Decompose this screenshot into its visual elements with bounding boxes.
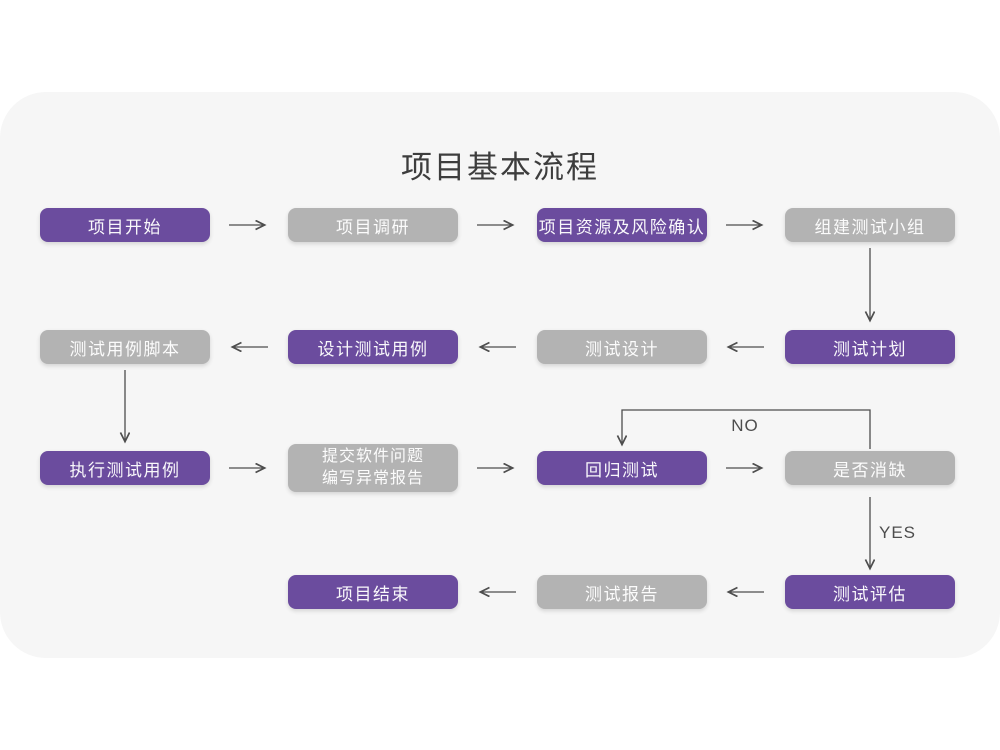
node-defect-cleared: 是否消缺 xyxy=(785,451,955,485)
node-test-report: 测试报告 xyxy=(537,575,707,609)
node-build-test-team: 组建测试小组 xyxy=(785,208,955,242)
node-test-design: 测试设计 xyxy=(537,330,707,364)
node-project-research: 项目调研 xyxy=(288,208,458,242)
node-test-case-script: 测试用例脚本 xyxy=(40,330,210,364)
no-branch-label: NO xyxy=(731,416,759,435)
flowchart-card xyxy=(0,92,1000,658)
node-design-test-case: 设计测试用例 xyxy=(288,330,458,364)
node-test-evaluation: 测试评估 xyxy=(785,575,955,609)
diagram-title: 项目基本流程 xyxy=(401,150,599,185)
node-test-plan: 测试计划 xyxy=(785,330,955,364)
node-project-start: 项目开始 xyxy=(40,208,210,242)
node-line-1: 提交软件问题 xyxy=(321,448,424,465)
node-line-2: 编写异常报告 xyxy=(321,470,424,487)
yes-branch-label: YES xyxy=(879,523,917,542)
node-resource-risk-confirm: 项目资源及风险确认 xyxy=(537,208,707,242)
node-submit-issue-report: 提交软件问题 编写异常报告 xyxy=(288,444,458,492)
node-project-end: 项目结束 xyxy=(288,575,458,609)
node-execute-test-case: 执行测试用例 xyxy=(40,451,210,485)
node-regression-test: 回归测试 xyxy=(537,451,707,485)
